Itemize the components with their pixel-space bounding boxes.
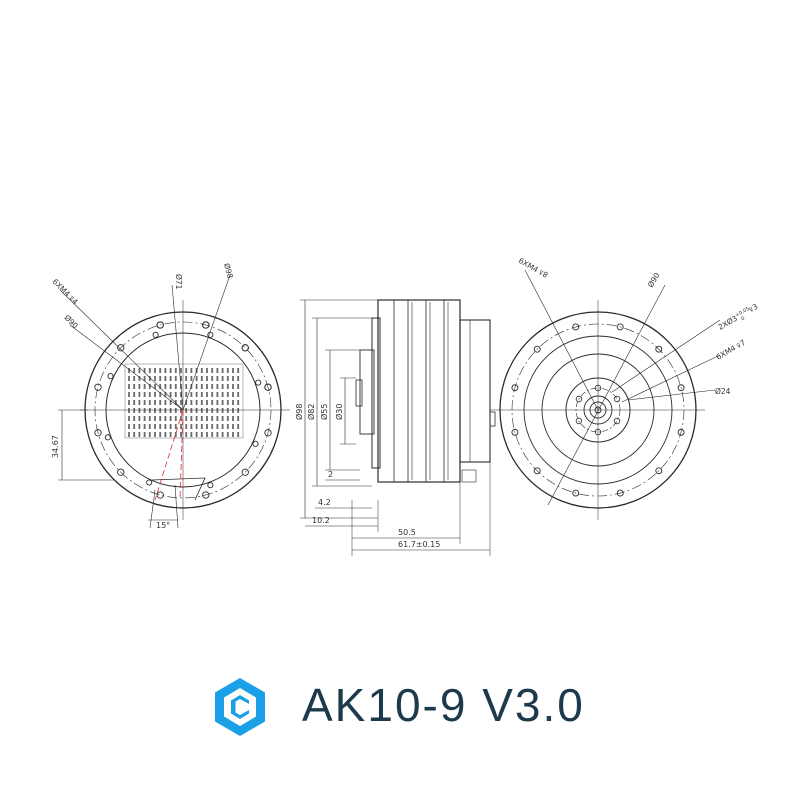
mounting-hole	[94, 383, 102, 391]
inner-hole	[252, 440, 259, 447]
side-dim-61-7: 61.7±0.15	[398, 540, 440, 549]
side-view	[300, 299, 496, 556]
output-hole	[594, 384, 602, 392]
product-title: AK10-9 V3.0	[302, 679, 585, 731]
side-dim-50-5: 50.5	[398, 528, 416, 537]
side-dia-82: Ø82	[306, 404, 316, 420]
front-callout-90: Ø90	[63, 313, 80, 330]
mounting-hole	[511, 384, 519, 392]
mounting-hole	[677, 428, 685, 436]
inner-hole	[255, 379, 262, 386]
front-dim-height: 34.67	[51, 435, 60, 458]
mounting-hole	[572, 323, 580, 331]
inner-hole	[107, 373, 114, 380]
mounting-hole	[264, 383, 272, 391]
output-hole	[575, 417, 583, 425]
mounting-hole	[511, 428, 519, 436]
mounting-hole	[241, 468, 249, 476]
back-labels: 6XM4⊽8 Ø90 2XØ3+0.050⊽3 6XM4⊽7 Ø24	[517, 256, 762, 396]
inner-hole	[104, 434, 111, 441]
mounting-hole	[655, 467, 663, 475]
mounting-hole	[241, 344, 249, 352]
mounting-hole	[533, 345, 541, 353]
back-callout-pin: 2XØ3+0.050⊽3	[717, 302, 762, 335]
side-dia-98: Ø98	[294, 404, 304, 420]
front-callout-mounting: 6XM4⊽4	[51, 277, 80, 306]
inner-hole	[152, 331, 159, 338]
front-dim-angle: 15°	[156, 521, 170, 530]
mounting-hole	[117, 344, 125, 352]
mounting-hole	[572, 489, 580, 497]
mounting-hole	[655, 345, 663, 353]
output-hole	[613, 417, 621, 425]
inner-hole	[146, 479, 153, 486]
back-callout-mounting: 6XM4⊽8	[517, 256, 550, 280]
mounting-hole	[94, 429, 102, 437]
mounting-hole	[156, 491, 164, 499]
back-callout-inner: 6XM4⊽7	[715, 338, 748, 362]
side-dim-10-2: 10.2	[312, 516, 330, 525]
mounting-hole	[202, 491, 210, 499]
mounting-hole	[117, 468, 125, 476]
side-labels: Ø98 Ø82 Ø55 Ø30 2 4.2 10.2 50.5 61.7±0.1…	[294, 404, 440, 549]
mounting-hole	[677, 384, 685, 392]
back-view	[490, 269, 721, 520]
side-dim-2: 2	[328, 470, 333, 479]
output-hole	[575, 395, 583, 403]
side-dia-55: Ø55	[319, 404, 329, 420]
mounting-hole	[616, 489, 624, 497]
mounting-hole	[202, 321, 210, 329]
brand-logo	[215, 678, 265, 736]
side-dim-4-2: 4.2	[318, 498, 331, 507]
output-hole	[613, 395, 621, 403]
inner-hole	[207, 482, 214, 489]
mounting-hole	[156, 321, 164, 329]
angle-lines	[154, 409, 184, 501]
front-view	[58, 274, 290, 529]
output-hole	[594, 428, 602, 436]
back-callout-24: Ø24	[715, 387, 731, 396]
front-callout-71: Ø71	[174, 274, 183, 290]
back-callout-90: Ø90	[646, 271, 662, 289]
front-callout-98: Ø98	[222, 262, 235, 279]
side-dia-30: Ø30	[334, 404, 344, 420]
mounting-hole	[616, 323, 624, 331]
mounting-hole	[533, 467, 541, 475]
winding-hatch	[124, 363, 244, 439]
mounting-hole	[264, 429, 272, 437]
